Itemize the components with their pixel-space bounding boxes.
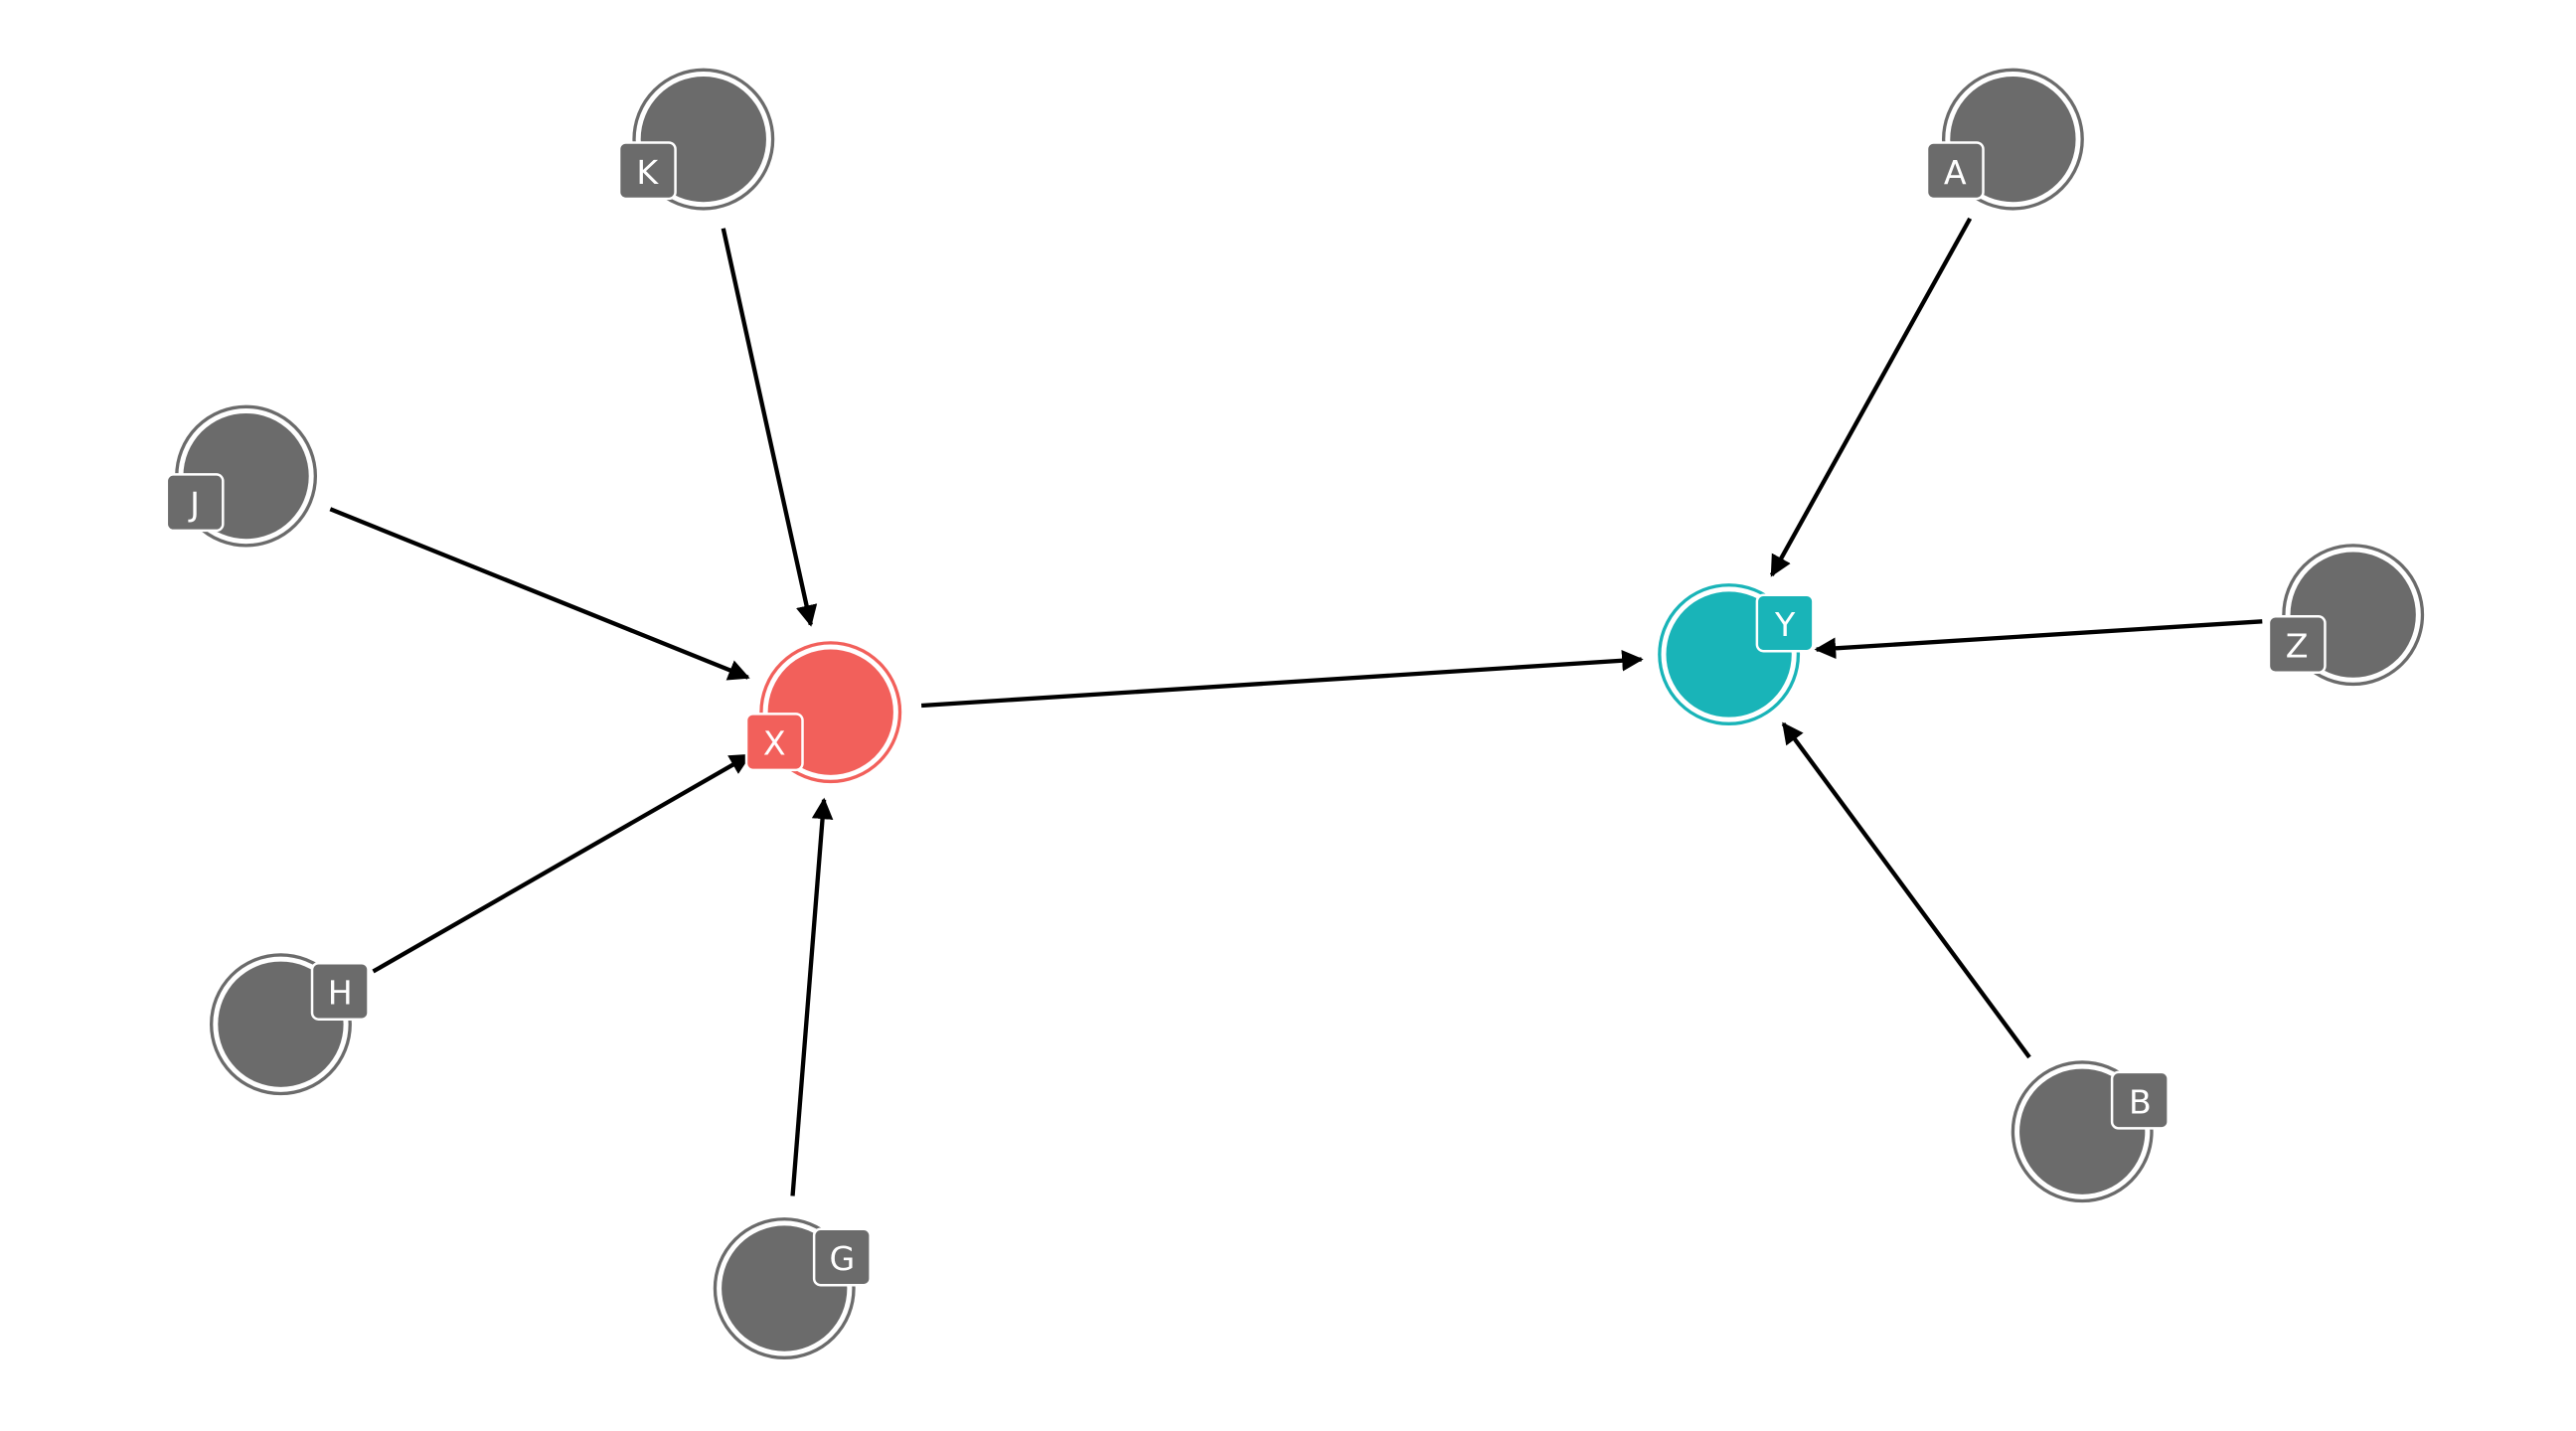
node-j[interactable]: J — [165, 404, 318, 548]
edge-k-to-x — [721, 228, 818, 627]
node-label-box — [812, 1227, 872, 1287]
edge-h-to-x — [372, 753, 752, 974]
node-ring — [1941, 68, 2084, 211]
node-g[interactable]: G — [713, 1217, 872, 1359]
node-label: Z — [2286, 627, 2309, 666]
node-y[interactable]: Y — [1658, 583, 1815, 725]
node-ring — [2282, 544, 2425, 687]
node-h[interactable]: H — [210, 953, 370, 1096]
node-label: K — [636, 153, 659, 192]
node-label: J — [188, 485, 200, 524]
node-ring — [210, 953, 352, 1096]
node-label: B — [2129, 1082, 2152, 1121]
node-label-box — [1925, 141, 1985, 201]
node-label-box — [165, 473, 225, 533]
edge-g-to-x — [790, 797, 834, 1196]
node-a[interactable]: A — [1925, 68, 2084, 211]
node-ring — [1658, 583, 1801, 725]
node-label-box — [617, 141, 677, 201]
node-label-box — [2110, 1070, 2170, 1130]
node-k[interactable]: K — [617, 68, 775, 211]
node-label-box — [2267, 615, 2327, 675]
node-label: X — [763, 724, 786, 763]
node-label-box — [744, 713, 804, 772]
node-ring — [632, 68, 775, 211]
node-label: G — [830, 1239, 856, 1278]
edge-x-to-y — [921, 649, 1644, 709]
node-x[interactable]: X — [744, 641, 902, 784]
node-label-box — [310, 961, 370, 1021]
node-ring — [2011, 1060, 2154, 1203]
node-z[interactable]: Z — [2267, 544, 2425, 687]
edge-j-to-x — [329, 507, 750, 681]
edge-b-to-y — [1781, 721, 2031, 1059]
node-ring — [759, 641, 902, 784]
node-label: A — [1944, 153, 1967, 192]
node-label: H — [328, 974, 353, 1013]
node-label: Y — [1774, 605, 1796, 644]
edge-a-to-y — [1769, 217, 1973, 577]
edge-z-to-y — [1814, 619, 2263, 660]
node-b[interactable]: B — [2011, 1060, 2170, 1203]
node-label-box — [1755, 593, 1815, 653]
node-ring — [713, 1217, 856, 1359]
